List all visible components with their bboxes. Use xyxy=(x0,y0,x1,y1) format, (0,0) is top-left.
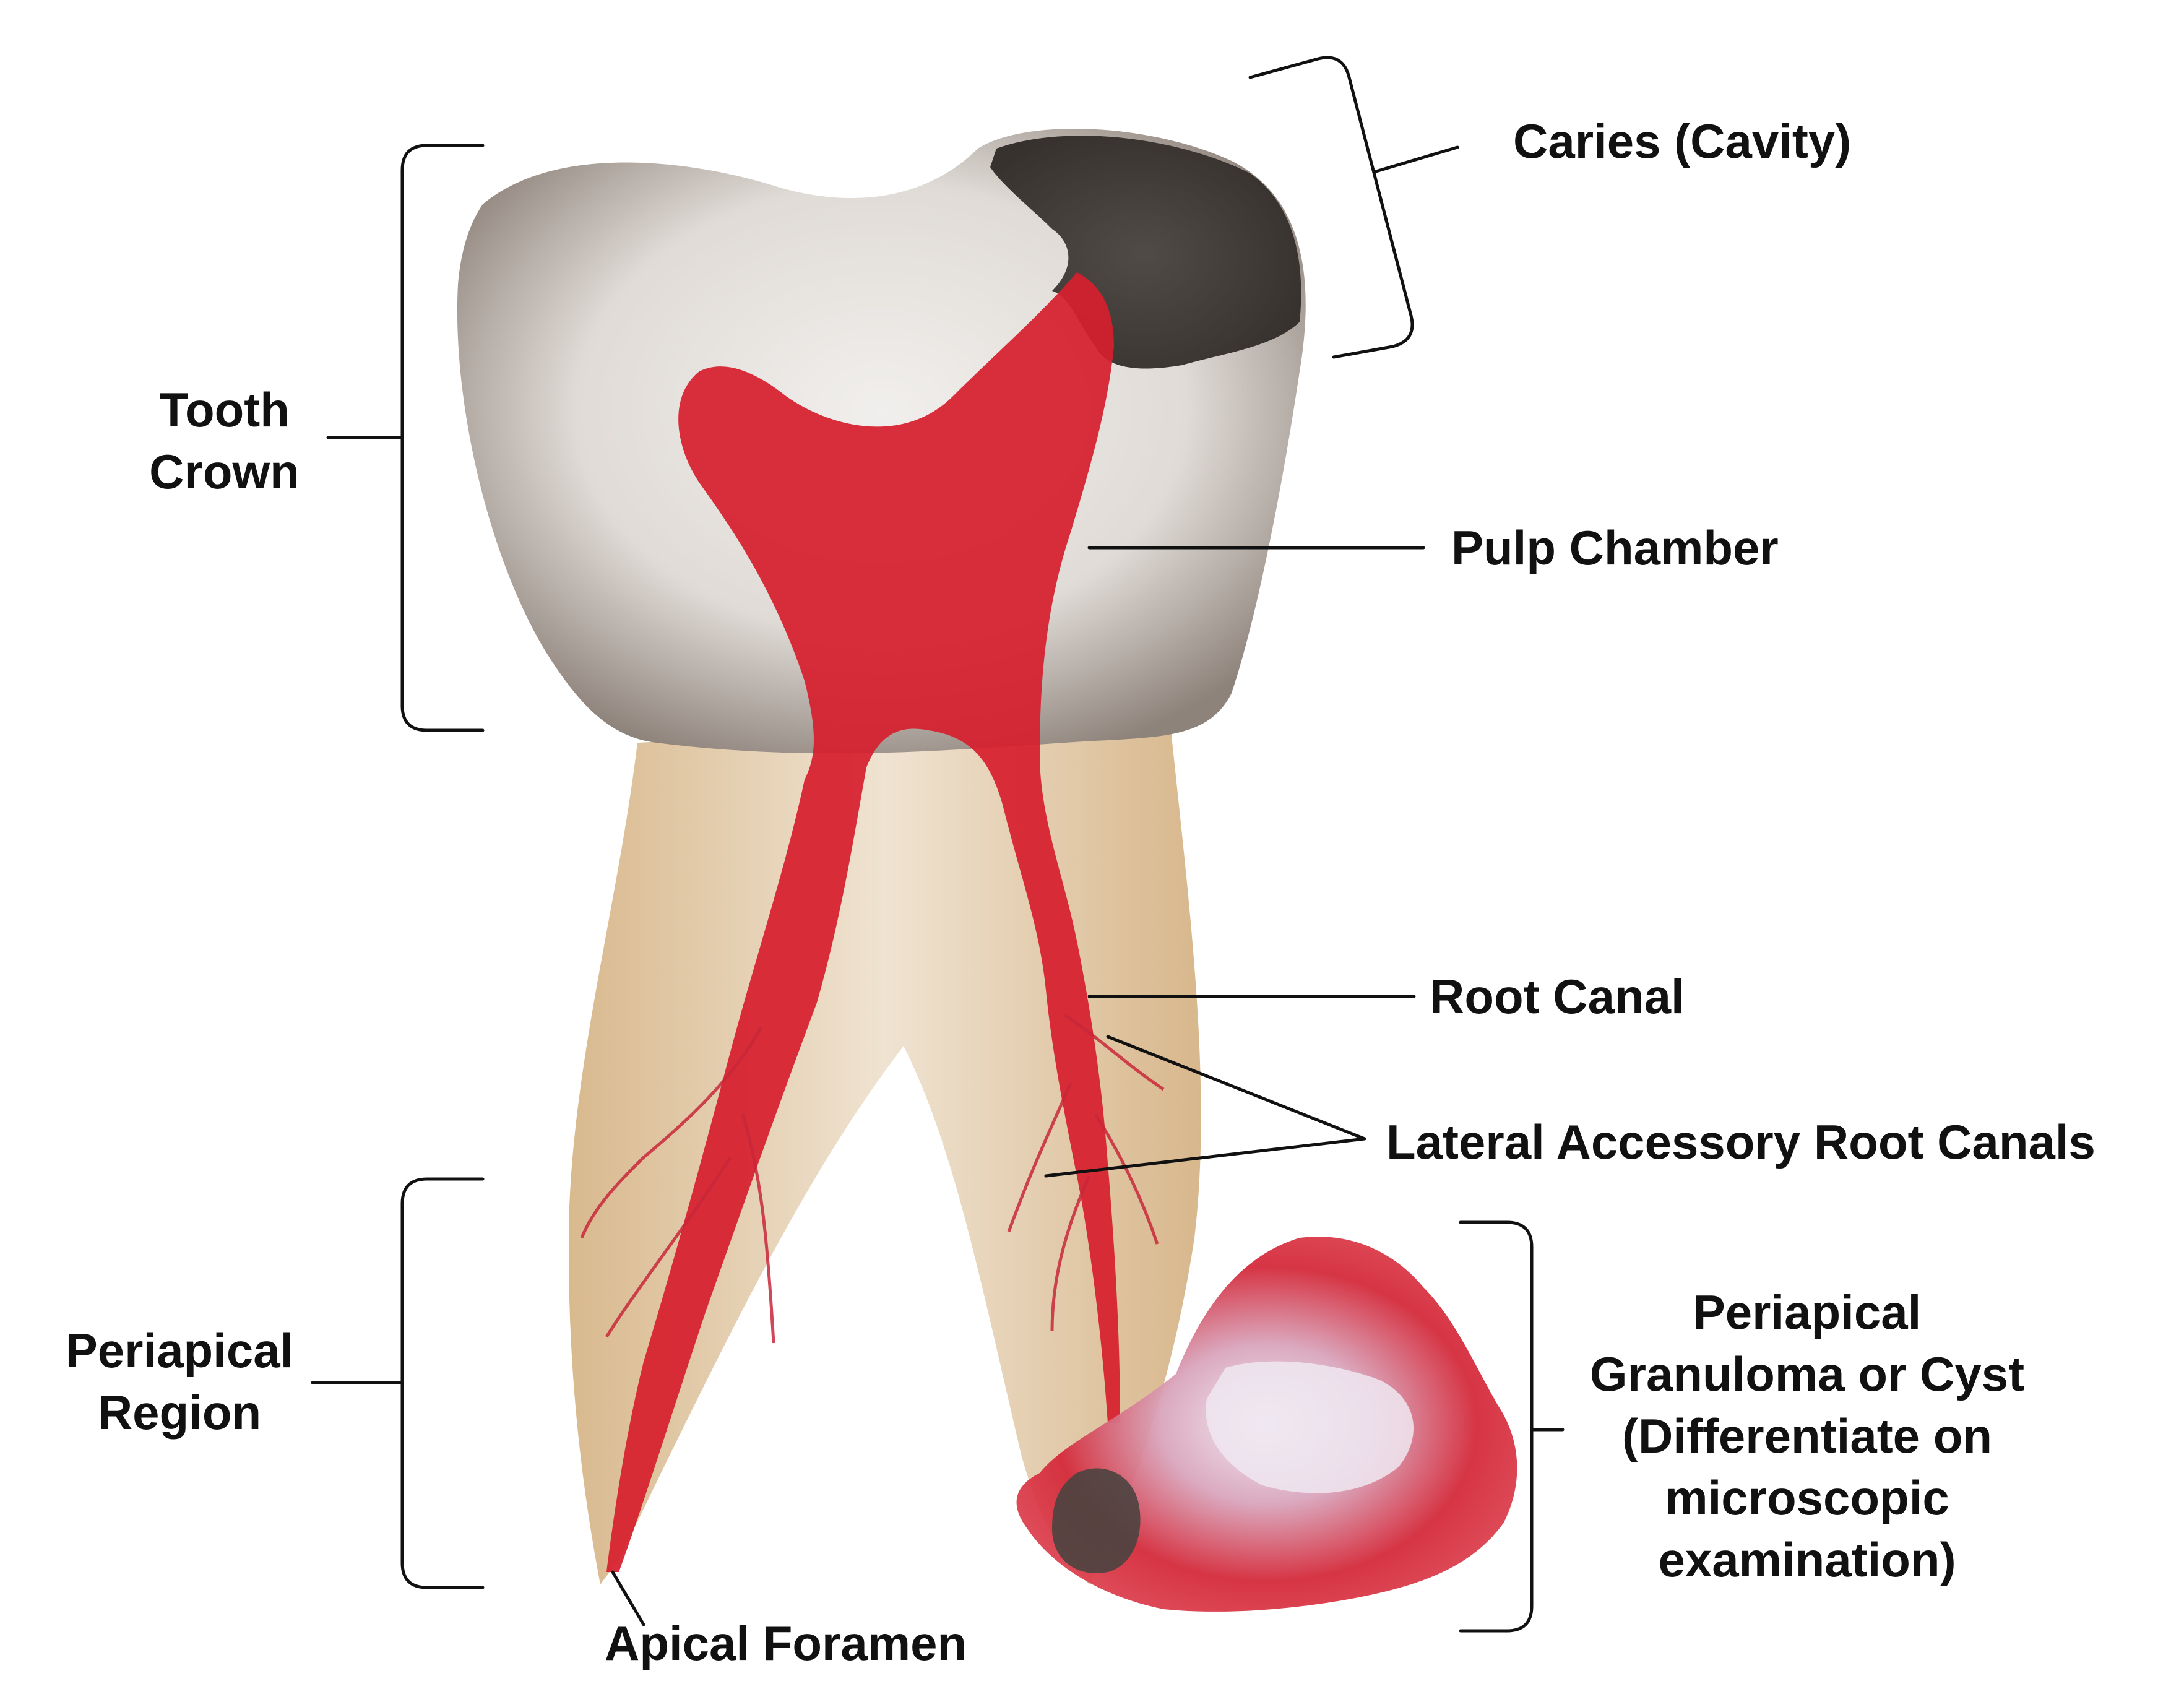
label-lateral-canals: Lateral Accessory Root Canals xyxy=(1386,1115,2096,1169)
pulp-chamber xyxy=(606,272,1120,1572)
label-pulp-chamber: Pulp Chamber xyxy=(1451,521,1779,575)
caries-lesion xyxy=(990,136,1301,369)
annotation-lines xyxy=(311,56,1565,1633)
label-periapical-region: Periapical Region xyxy=(43,1320,316,1443)
label-caries: Caries (Cavity) xyxy=(1513,114,1852,168)
label-granuloma-line4: microscopic xyxy=(1665,1471,1949,1525)
label-root-canal: Root Canal xyxy=(1430,969,1685,1024)
label-granuloma-line5: examination) xyxy=(1658,1532,1956,1587)
label-periapical-region-line1: Periapical xyxy=(65,1323,294,1378)
label-periapical-region-line2: Region xyxy=(97,1385,262,1440)
label-granuloma-line1: Periapical xyxy=(1693,1285,1922,1339)
lesion-highlight xyxy=(1206,1361,1414,1493)
apical-abscess xyxy=(1052,1468,1141,1573)
lateral-canals xyxy=(580,1013,1165,1344)
label-tooth-crown-line1: Tooth xyxy=(159,382,290,437)
label-tooth-crown-line2: Crown xyxy=(149,444,300,499)
label-granuloma: Periapical Granuloma or Cyst (Differenti… xyxy=(1560,1281,2055,1591)
label-granuloma-line3: (Differentiate on xyxy=(1621,1409,1993,1463)
label-tooth-crown: Tooth Crown xyxy=(114,379,334,503)
label-granuloma-line2: Granuloma or Cyst xyxy=(1589,1347,2025,1401)
label-apical-foramen: Apical Foramen xyxy=(605,1616,967,1670)
